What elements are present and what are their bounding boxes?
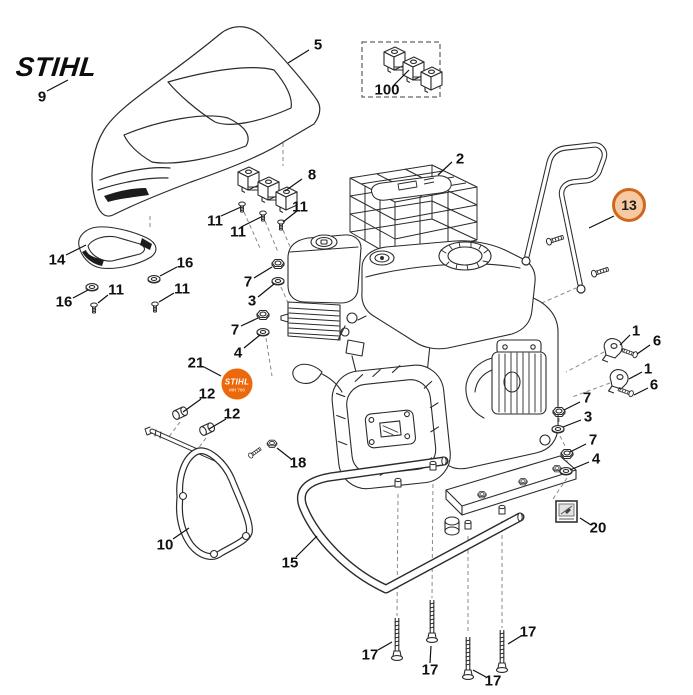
callout-17-3[interactable]: 17	[484, 672, 502, 690]
callout-6-1[interactable]: 6	[652, 332, 662, 350]
callout-100[interactable]: 100	[374, 81, 400, 99]
clip-set-part-8	[237, 166, 298, 214]
badge-brand-text: STIHL	[224, 377, 250, 387]
badge-model-text: MH 700	[229, 387, 245, 393]
bracket-part-10	[144, 426, 253, 560]
callout-11-4[interactable]: 11	[174, 280, 190, 298]
callout-1-2[interactable]: 1	[643, 360, 653, 378]
callout-3-2[interactable]: 3	[583, 408, 593, 426]
highlighted-callout-13[interactable]: 13	[612, 188, 646, 222]
stihl-logo: STIHL	[14, 52, 99, 82]
callout-5[interactable]: 5	[313, 36, 323, 54]
callout-leader-lines	[46, 49, 651, 678]
callout-4-1[interactable]: 4	[233, 344, 243, 362]
callout-17-2[interactable]: 17	[421, 661, 439, 679]
callout-7-4[interactable]: 7	[588, 431, 598, 449]
callout-11-5[interactable]: 11	[108, 281, 124, 299]
callout-11-2[interactable]: 11	[230, 223, 246, 241]
callout-3-1[interactable]: 3	[247, 292, 257, 310]
callout-18[interactable]: 18	[289, 454, 307, 472]
callout-1-1[interactable]: 1	[631, 322, 641, 340]
callout-7-1[interactable]: 7	[243, 273, 253, 291]
callout-20[interactable]: 20	[589, 519, 607, 537]
screw-near-part-13	[590, 265, 610, 279]
callout-21[interactable]: 21	[187, 354, 205, 372]
callout-16-1[interactable]: 16	[176, 254, 194, 272]
callout-12-2[interactable]: 12	[223, 405, 241, 423]
callout-16-2[interactable]: 16	[55, 293, 73, 311]
callout-17-4[interactable]: 17	[519, 623, 537, 641]
handlebar-part-15	[296, 456, 525, 594]
screw-near-part-13	[545, 233, 565, 247]
assembly-guide-lines	[149, 136, 611, 634]
callout-7-2[interactable]: 7	[230, 321, 240, 339]
callout-4-2[interactable]: 4	[591, 450, 601, 468]
engine-assembly	[280, 234, 577, 536]
callout-6-2[interactable]: 6	[649, 376, 659, 394]
callout-10[interactable]: 10	[156, 536, 174, 554]
grille-part-14	[78, 226, 157, 269]
callout-17-1[interactable]: 17	[361, 646, 379, 664]
callout-14[interactable]: 14	[48, 251, 66, 269]
stihl-model-badge-part-21[interactable]: STIHL MH 700	[221, 368, 253, 400]
callout-9[interactable]: 9	[37, 88, 47, 106]
callout-7-3[interactable]: 7	[582, 389, 592, 407]
optional-parts-box-100	[361, 41, 443, 98]
wire-holder-part-13	[521, 142, 608, 294]
callout-8[interactable]: 8	[307, 166, 317, 184]
callout-2[interactable]: 2	[455, 150, 465, 168]
callout-15[interactable]: 15	[281, 554, 299, 572]
callout-11-3[interactable]: 11	[292, 198, 308, 216]
callout-11-1[interactable]: 11	[207, 212, 223, 230]
hood-part-5	[91, 26, 321, 217]
callout-12-1[interactable]: 12	[198, 385, 216, 403]
sticker-part-20	[555, 500, 578, 523]
